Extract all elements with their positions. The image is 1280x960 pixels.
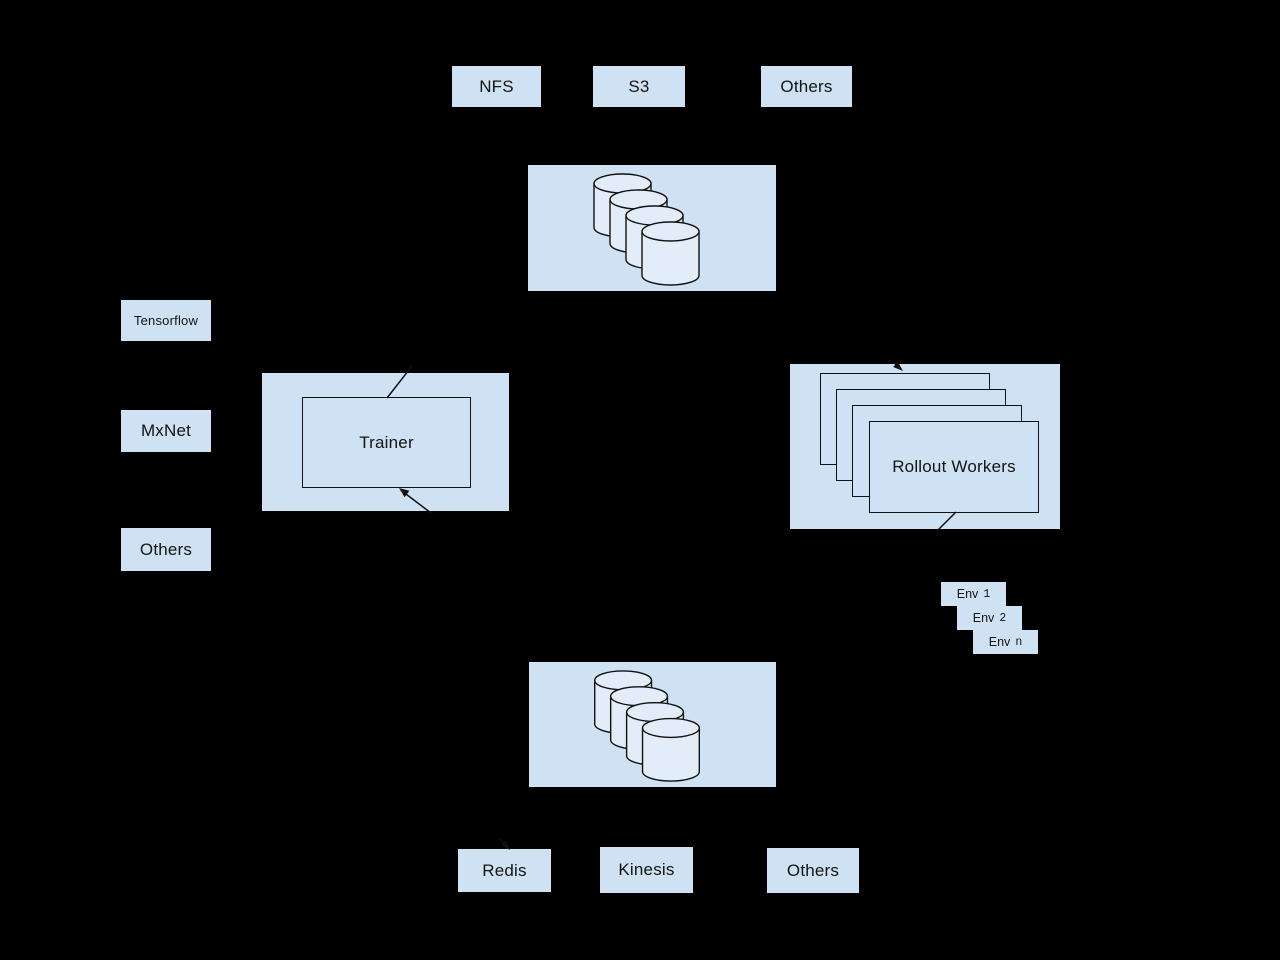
others-backend-label: Others (786, 860, 840, 880)
kinesis-label: Kinesis (618, 860, 675, 879)
mxnet-label: MxNet (140, 421, 192, 440)
s3-label: S3 (628, 76, 650, 96)
trainer-label: Trainer (359, 432, 414, 452)
rollout-workers-outer-box: Rollout Workers (790, 364, 1060, 529)
nfs-box: NFS (452, 66, 541, 107)
env-n-box: Env n (973, 630, 1038, 654)
database-cylinders-icon (593, 173, 700, 286)
database-cylinders-icon (594, 670, 701, 782)
env-2-box: Env 2 (957, 606, 1022, 630)
others-framework-label: Others (139, 539, 193, 559)
s3-box: S3 (593, 66, 685, 107)
tensorflow-label: Tensorflow (133, 313, 199, 328)
memory-backend-box (529, 662, 776, 787)
env-1-label: Env (956, 587, 979, 601)
redis-label: Redis (482, 860, 527, 880)
env-n-label: Env (988, 635, 1011, 649)
env-2-label: Env (972, 611, 995, 625)
data-store-top-box (528, 165, 776, 291)
env-n-index: n (1015, 635, 1023, 649)
others-backend-box: Others (767, 848, 859, 893)
env-1-box: Env 1 (941, 582, 1006, 606)
others-framework-box: Others (121, 528, 211, 571)
redis-in-line (499, 838, 508, 848)
others-storage-label: Others (780, 76, 833, 96)
tensorflow-box: Tensorflow (121, 300, 211, 341)
others-storage-box: Others (761, 66, 852, 107)
redis-box: Redis (458, 849, 551, 892)
mxnet-box: MxNet (121, 410, 211, 452)
rollout-workers-box: Rollout Workers (869, 421, 1039, 513)
env-2-index: 2 (999, 611, 1007, 625)
rollout-workers-label: Rollout Workers (892, 457, 1016, 476)
trainer-box: Trainer (302, 397, 471, 488)
kinesis-box: Kinesis (600, 847, 693, 893)
nfs-label: NFS (479, 76, 514, 96)
env-1-index: 1 (983, 587, 991, 601)
trainer-outer-box: Trainer (262, 373, 509, 511)
